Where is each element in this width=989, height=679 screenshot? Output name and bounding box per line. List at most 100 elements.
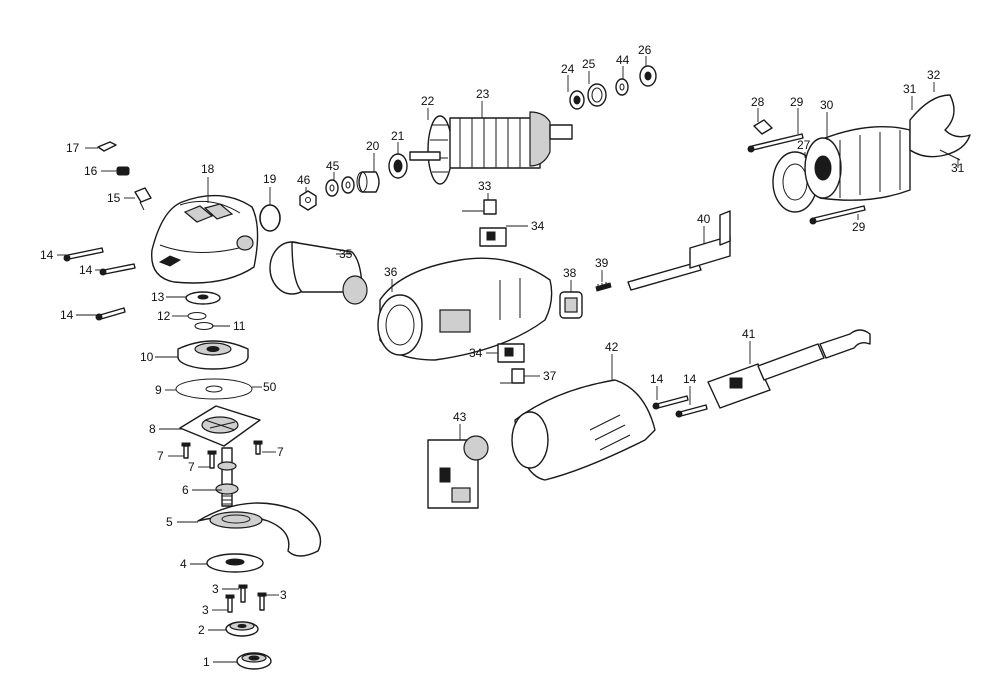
label-18: 18 <box>201 162 215 176</box>
label-37: 37 <box>543 369 557 383</box>
part-5-wheel-guard <box>197 502 322 557</box>
label-22: 22 <box>421 94 435 108</box>
part-33-brush <box>462 199 497 215</box>
label-29-a: 29 <box>790 95 804 109</box>
label-33: 33 <box>478 179 492 193</box>
label-7-b: 7 <box>188 460 195 474</box>
label-7-c: 7 <box>277 445 284 459</box>
label-36: 36 <box>384 265 398 279</box>
label-21: 21 <box>391 129 405 143</box>
label-10: 10 <box>140 350 154 364</box>
label-8: 8 <box>149 422 156 436</box>
label-3-c: 3 <box>280 588 287 602</box>
label-3-b: 3 <box>202 603 209 617</box>
label-4: 4 <box>180 557 187 571</box>
part-1-lock-nut <box>236 652 272 670</box>
label-14-d: 14 <box>650 372 664 386</box>
label-34-b: 34 <box>469 346 483 360</box>
label-5: 5 <box>166 515 173 529</box>
part-24-bearing <box>569 90 585 110</box>
part-42-rear-housing <box>511 379 656 481</box>
part-20-sleeve <box>356 171 380 193</box>
label-20: 20 <box>366 139 380 153</box>
part-6-spindle <box>215 447 239 507</box>
label-14-e: 14 <box>683 372 697 386</box>
part-12-washer <box>187 312 207 320</box>
part-2-inner-flange <box>225 621 259 637</box>
part-13-bearing <box>185 291 221 305</box>
label-13: 13 <box>151 290 165 304</box>
part-23-armature <box>449 111 573 169</box>
label-11: 11 <box>233 319 246 333</box>
label-27: 27 <box>797 138 811 152</box>
part-41-cord <box>707 329 871 409</box>
label-29-b: 29 <box>852 220 866 234</box>
part-9-washer <box>175 378 253 400</box>
label-14-c: 14 <box>60 308 74 322</box>
part-16-spring <box>116 166 130 176</box>
part-4-flange <box>206 553 264 573</box>
label-45: 45 <box>326 159 340 173</box>
part-3-screws <box>225 584 267 613</box>
part-25-bearing-cup <box>587 83 607 107</box>
label-14-a: 14 <box>40 248 54 262</box>
part-8-bearing-plate <box>179 405 261 447</box>
part-36-motor-housing <box>377 257 553 361</box>
label-34-a: 34 <box>531 219 545 233</box>
part-labels: 17 16 15 18 19 14 14 14 13 12 11 10 9 50… <box>40 43 965 669</box>
part-34-brush-holder-bottom <box>497 343 525 363</box>
part-19-o-ring <box>259 204 281 232</box>
part-29-screws <box>747 133 866 225</box>
label-31-b: 31 <box>951 161 965 175</box>
label-39: 39 <box>595 256 609 270</box>
part-11-circlip <box>194 322 214 330</box>
label-15: 15 <box>107 191 121 205</box>
label-44: 44 <box>616 53 630 67</box>
label-12: 12 <box>157 309 171 323</box>
label-28: 28 <box>751 95 765 109</box>
label-23: 23 <box>476 87 490 101</box>
part-17-clip <box>97 141 117 152</box>
label-46: 46 <box>297 173 311 187</box>
part-44-washer <box>615 78 629 96</box>
label-17: 17 <box>66 141 80 155</box>
leader-lines <box>57 56 959 663</box>
part-30-stator <box>804 126 911 201</box>
label-19: 19 <box>263 172 277 186</box>
part-18-gear-housing <box>150 194 259 284</box>
part-43-switch <box>427 435 489 509</box>
label-50: 50 <box>263 380 277 394</box>
label-38: 38 <box>563 266 577 280</box>
label-9: 9 <box>155 383 162 397</box>
label-31-a: 31 <box>903 82 917 96</box>
part-28-brush-clip <box>753 119 773 135</box>
label-26: 26 <box>638 43 652 57</box>
label-35: 35 <box>339 247 353 261</box>
part-10-gear <box>177 340 249 370</box>
part-38-switch-button <box>559 291 583 319</box>
label-41: 41 <box>742 327 756 341</box>
label-1: 1 <box>203 655 210 669</box>
part-21-bearing <box>388 153 408 179</box>
label-24: 24 <box>561 62 575 76</box>
part-14-screws-left <box>63 247 136 321</box>
label-6: 6 <box>182 483 189 497</box>
part-14-screws-right <box>652 395 708 418</box>
label-40: 40 <box>697 212 711 226</box>
part-31-32-leads <box>909 94 971 161</box>
label-42: 42 <box>605 340 619 354</box>
part-35-side-handle <box>269 241 368 305</box>
label-2: 2 <box>198 623 205 637</box>
label-7-a: 7 <box>157 449 164 463</box>
part-15-lock-pin <box>134 187 152 211</box>
label-32: 32 <box>927 68 941 82</box>
part-34-brush-holder-top <box>479 227 507 247</box>
label-14-b: 14 <box>79 263 93 277</box>
part-45-washers <box>325 176 355 197</box>
part-26-bearing <box>639 65 657 87</box>
label-16: 16 <box>84 164 98 178</box>
label-3-a: 3 <box>212 582 219 596</box>
part-46-nut <box>299 190 317 211</box>
label-30: 30 <box>820 98 834 112</box>
label-43: 43 <box>453 410 467 424</box>
